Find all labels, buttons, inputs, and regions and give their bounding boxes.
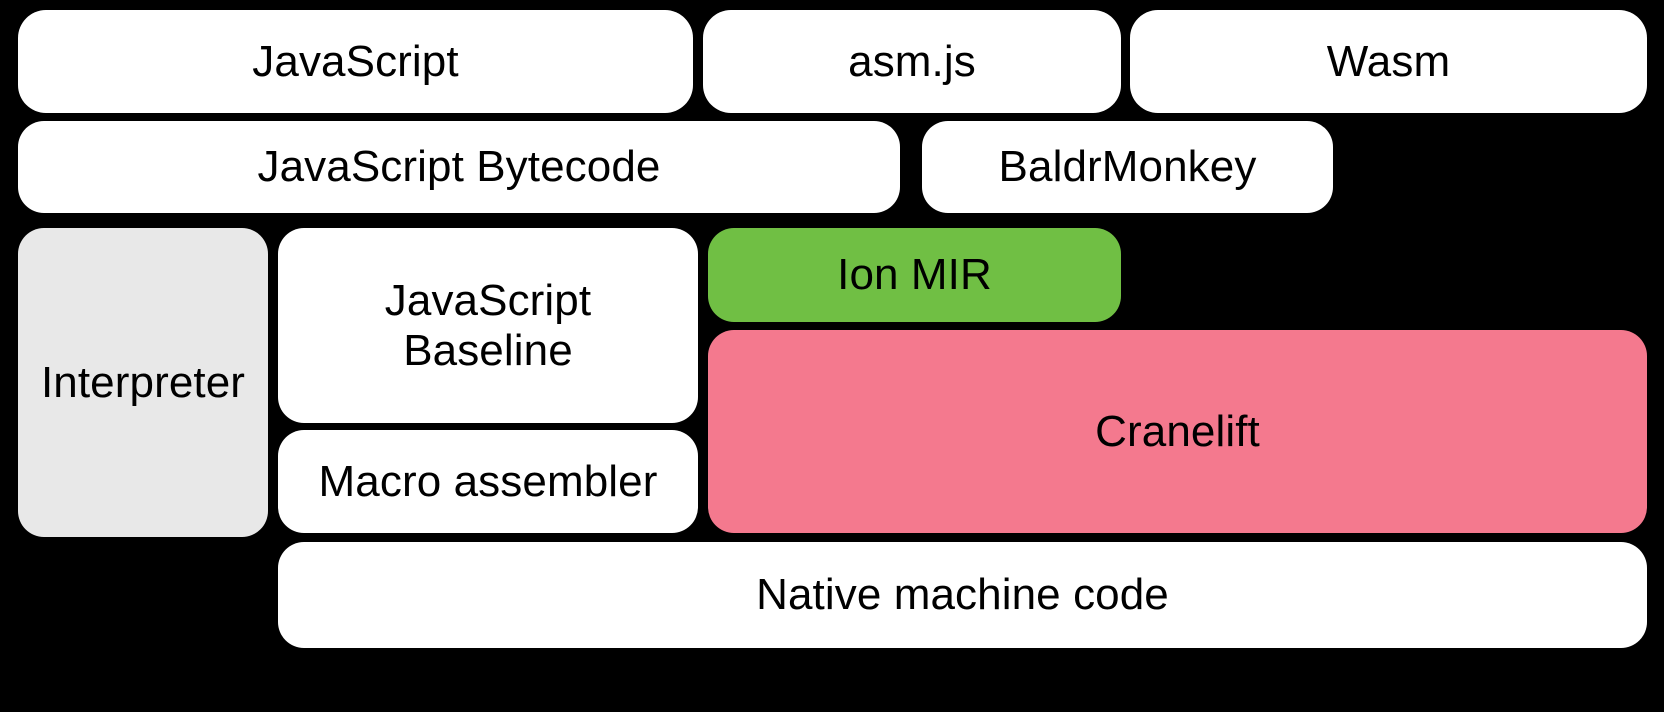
node-javascript[interactable]: JavaScript [18, 10, 693, 113]
node-ion-mir[interactable]: Ion MIR [708, 228, 1121, 322]
node-javascript-baseline[interactable]: JavaScript Baseline [278, 228, 698, 423]
node-interpreter[interactable]: Interpreter [18, 228, 268, 537]
node-native-machine-code[interactable]: Native machine code [278, 542, 1647, 648]
node-baldrmonkey[interactable]: BaldrMonkey [922, 121, 1333, 213]
node-macro-assembler[interactable]: Macro assembler [278, 430, 698, 533]
node-wasm[interactable]: Wasm [1130, 10, 1647, 113]
node-asm-js[interactable]: asm.js [703, 10, 1121, 113]
node-cranelift[interactable]: Cranelift [708, 330, 1647, 533]
node-javascript-bytecode[interactable]: JavaScript Bytecode [18, 121, 900, 213]
